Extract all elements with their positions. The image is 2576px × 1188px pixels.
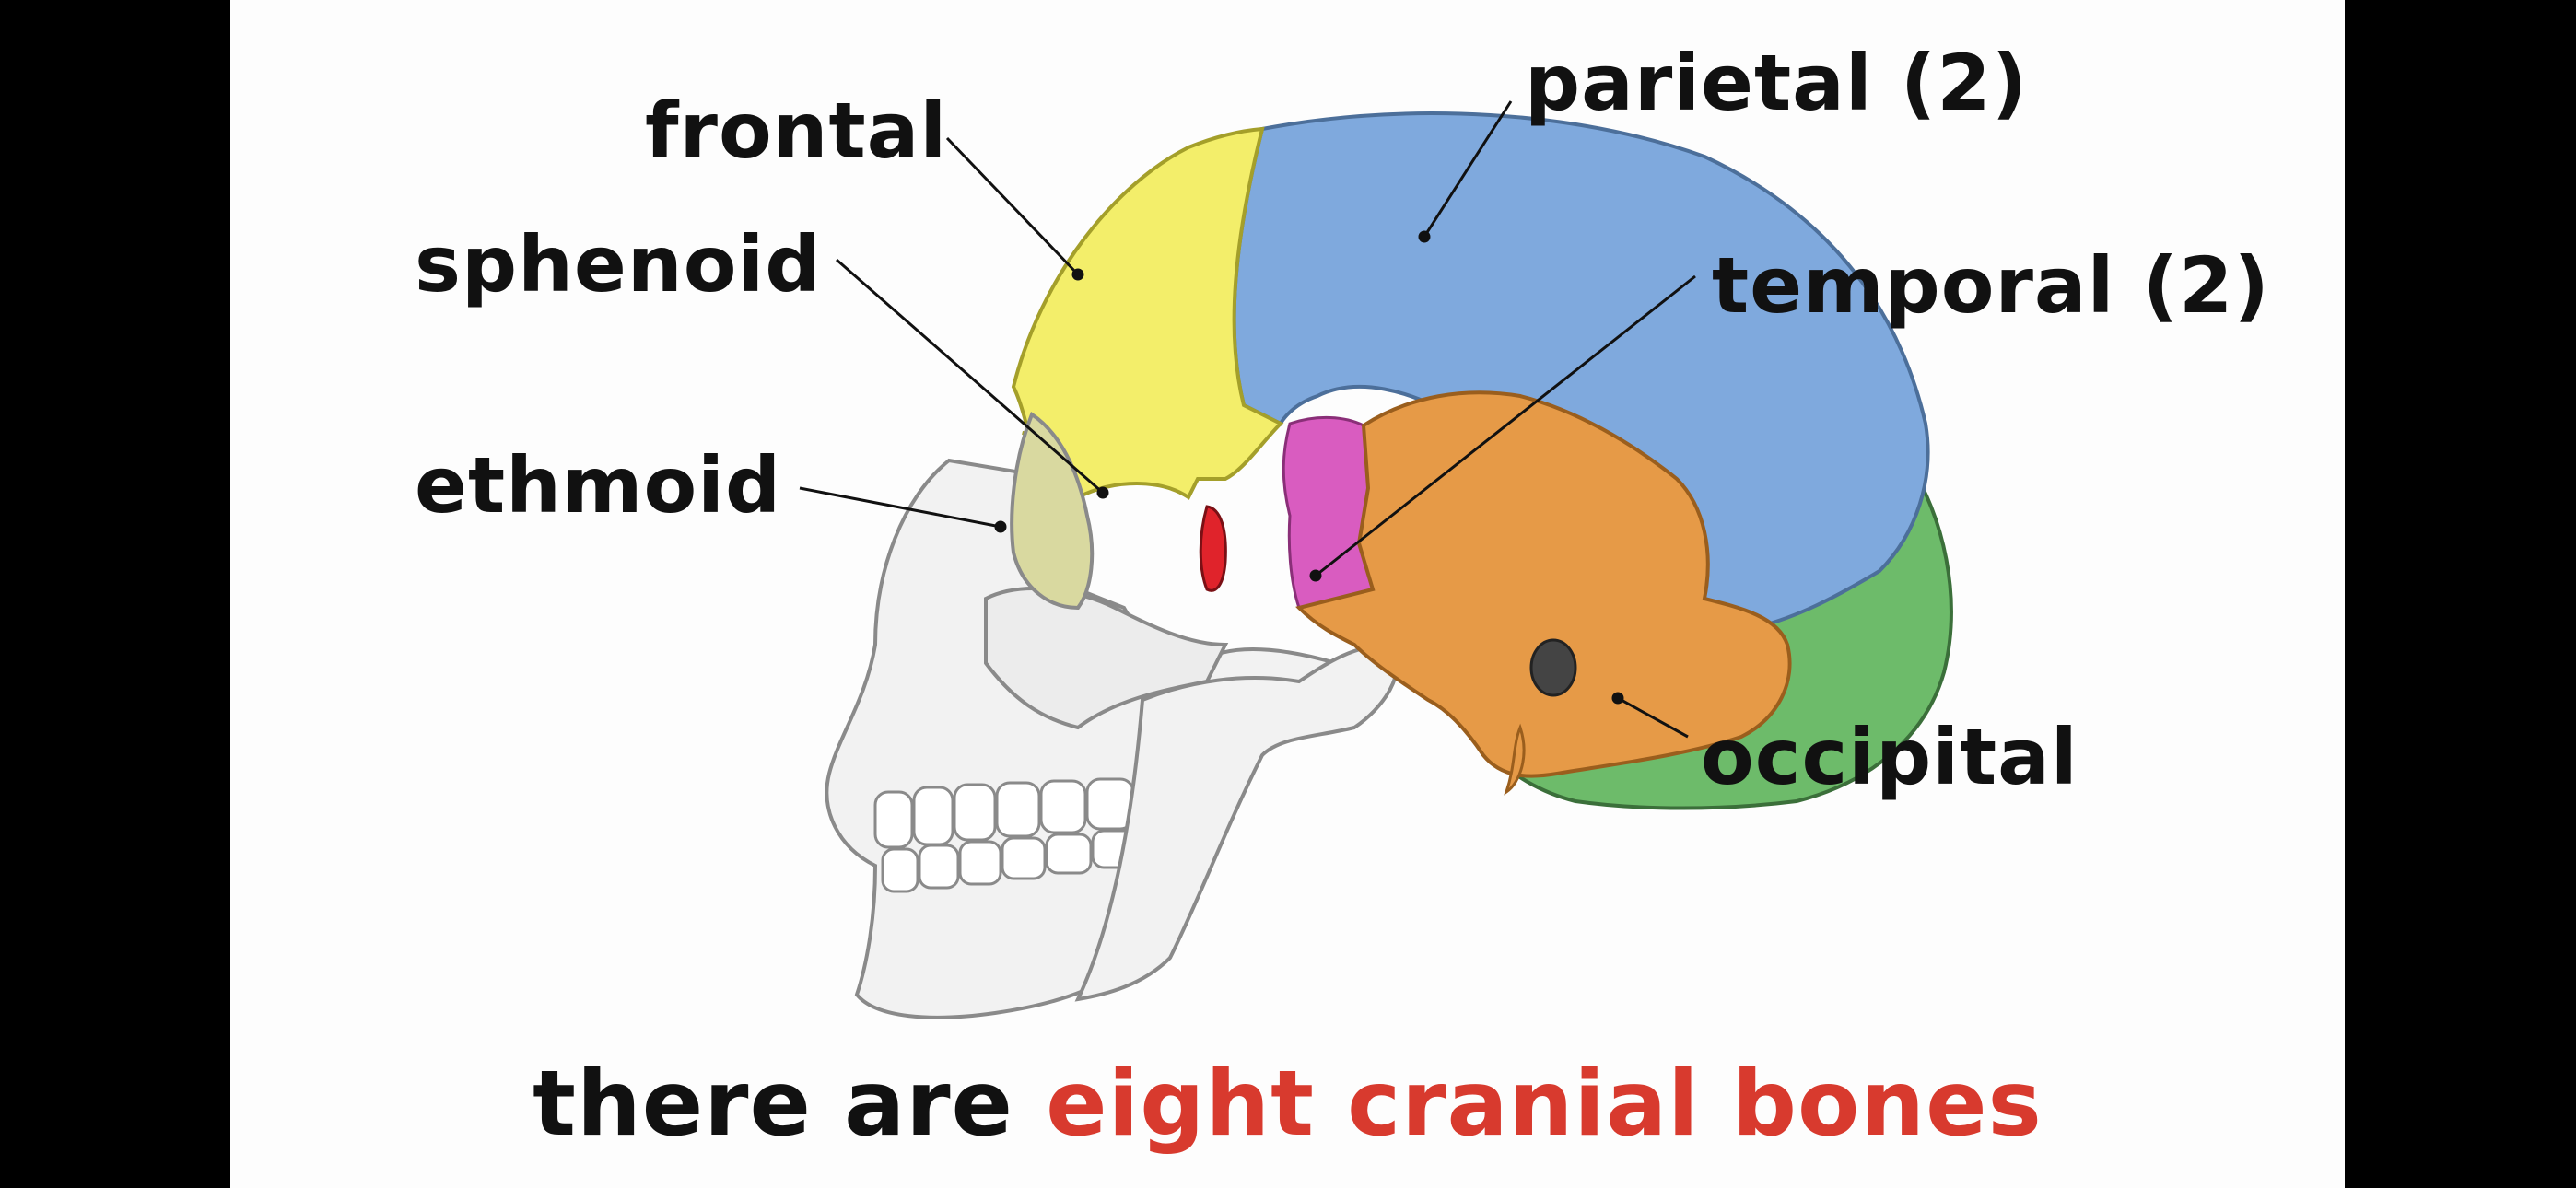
styloid	[1504, 723, 1526, 796]
leader-parietal	[1423, 100, 1513, 238]
leader-sphenoid	[836, 258, 1104, 495]
label-parietal: parietal (2)	[1525, 38, 2029, 128]
leader-temporal	[1315, 274, 1696, 577]
mandible	[1074, 642, 1399, 1002]
orbit	[1010, 411, 1095, 611]
sphenoid-bone	[1282, 416, 1375, 610]
label-occipital: occipital	[1701, 712, 2078, 802]
label-ethmoid: ethmoid	[415, 440, 782, 530]
caption: there are eight cranial bones	[230, 1059, 2345, 1149]
ear-canal	[1529, 638, 1577, 697]
leader-ethmoid	[799, 486, 1001, 529]
skull-illustration	[799, 100, 1953, 1019]
ethmoid-bone	[1199, 505, 1227, 592]
leader-occipital	[1617, 696, 1689, 739]
label-frontal: frontal	[645, 86, 948, 176]
diagram-stage: frontal sphenoid ethmoid parietal (2) te…	[230, 0, 2345, 1188]
caption-lead: there are	[533, 1052, 1014, 1157]
leader-frontal	[945, 136, 1080, 276]
label-sphenoid: sphenoid	[415, 219, 822, 309]
temporal-bone	[1295, 390, 1792, 778]
label-temporal: temporal (2)	[1712, 240, 2270, 331]
frontal-bone	[1011, 126, 1284, 500]
caption-highlight: eight cranial bones	[1046, 1052, 2043, 1157]
leader-lines	[799, 100, 1696, 739]
